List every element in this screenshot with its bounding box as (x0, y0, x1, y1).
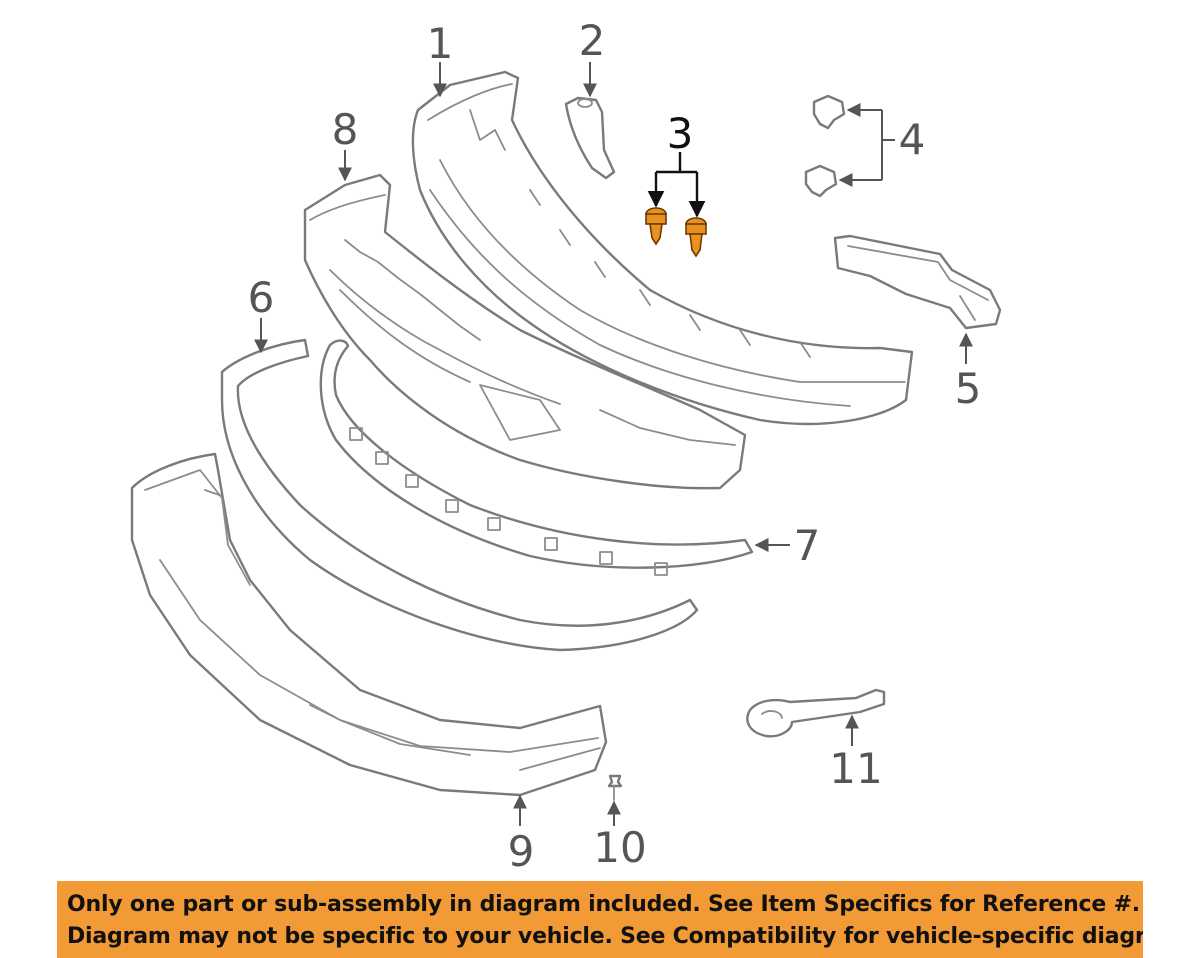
part-3-bolts (645, 207, 707, 258)
bolt-left (645, 207, 667, 246)
part-5-bracket (833, 234, 1002, 330)
callout-4: 4 (899, 115, 926, 164)
callout-6: 6 (248, 273, 275, 322)
bumper-parts-diagram: 1 2 3 4 5 6 7 8 9 10 11 (130, 16, 1002, 876)
callout-8: 8 (332, 105, 359, 154)
callout-11: 11 (829, 744, 882, 793)
callout-2: 2 (579, 16, 606, 65)
part-6-trim-strip (220, 338, 699, 652)
part-1-bumper-bar (411, 70, 914, 426)
callout-1: 1 (427, 19, 454, 68)
callout-7: 7 (794, 521, 821, 570)
disclaimer-line-2: Diagram may not be specific to your vehi… (67, 924, 1143, 949)
disclaimer-line-1: Only one part or sub-assembly in diagram… (67, 892, 1140, 917)
callout-9: 9 (508, 827, 535, 876)
callout-5: 5 (955, 364, 982, 413)
disclaimer-banner: Only one part or sub-assembly in diagram… (57, 881, 1143, 958)
part-4-clips (804, 94, 846, 198)
part-9-lower-valance (130, 452, 608, 797)
part-2-bracket (564, 96, 616, 180)
part-7-lower-support (319, 339, 754, 576)
callout-3: 3 (667, 109, 694, 158)
leader-lines (254, 62, 973, 826)
part-10-push-pin (607, 774, 623, 801)
callout-10: 10 (593, 823, 646, 872)
part-11-tow-hook (746, 688, 886, 738)
part-8-absorber (303, 173, 747, 490)
bolt-right (685, 217, 707, 258)
